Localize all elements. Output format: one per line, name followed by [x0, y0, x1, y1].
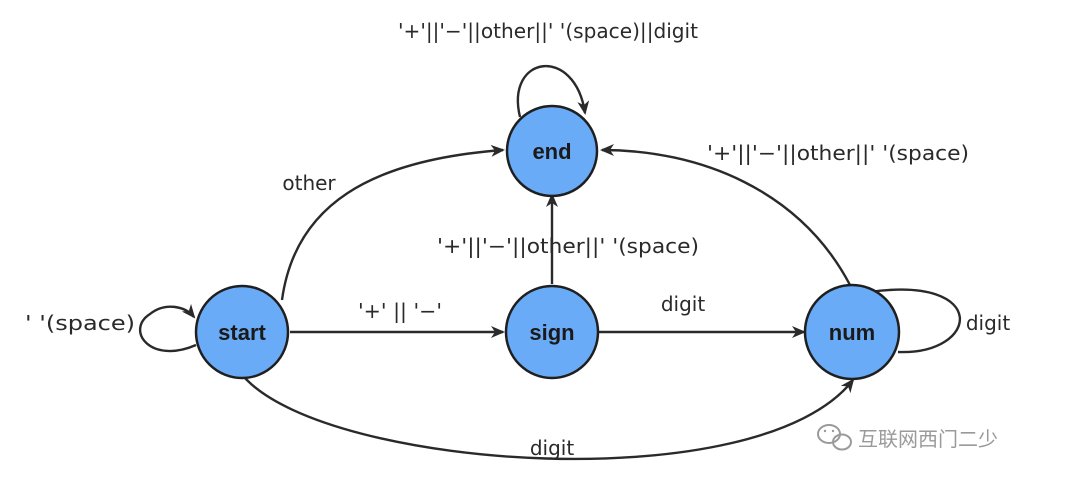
- edge-start-to-num: [244, 377, 855, 461]
- node-sign-label: sign: [529, 320, 574, 345]
- label-sign-to-end: '+'||'−'||other||' '(space): [437, 234, 699, 258]
- node-num-label: num: [829, 320, 875, 345]
- node-num: num: [803, 283, 901, 381]
- node-end-circle: [505, 104, 599, 198]
- watermark-text: 互联网西门二少: [858, 427, 998, 451]
- node-start: start: [194, 284, 290, 380]
- label-end-self: '+'||'−'||other||' '(space)||digit: [398, 19, 698, 43]
- node-sign-circle: [504, 284, 600, 380]
- edge-end-self-loop: [516, 64, 590, 118]
- label-start-to-end: other: [282, 171, 336, 195]
- edge-num-to-end: [600, 144, 852, 286]
- watermark: 互联网西门二少: [817, 424, 998, 451]
- node-sign: sign: [504, 284, 600, 380]
- edge-num-self-loop: [869, 288, 962, 354]
- label-start-to-sign: '+' || '−': [358, 299, 442, 323]
- node-num-circle: [803, 283, 901, 381]
- label-start-self: ' '(space): [25, 311, 135, 335]
- wechat-icon: [817, 424, 852, 451]
- node-end: end: [505, 104, 599, 198]
- label-num-self: digit: [966, 311, 1011, 335]
- node-start-circle: [194, 284, 290, 380]
- label-sign-to-num: digit: [661, 292, 706, 316]
- label-num-to-end: '+'||'−'||other||' '(space): [707, 141, 969, 165]
- label-start-to-num: digit: [530, 436, 575, 460]
- edge-start-self-loop: [138, 303, 197, 353]
- edge-start-to-end: [280, 144, 505, 301]
- node-start-label: start: [218, 320, 266, 345]
- node-end-label: end: [532, 139, 571, 164]
